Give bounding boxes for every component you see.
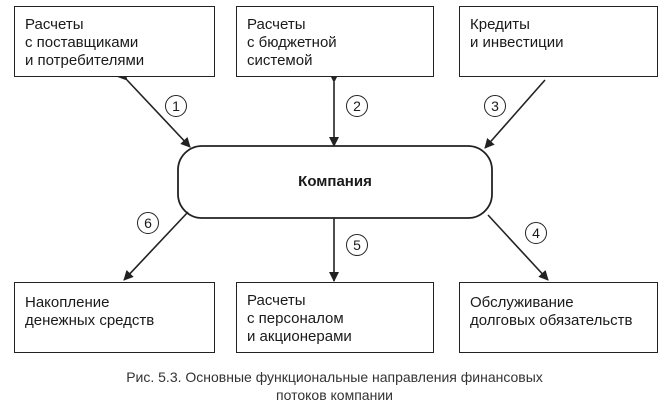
box-budget: Расчеты с бюджетной системой [236, 6, 434, 77]
box-debt: Обслуживание долговых обязательств [459, 282, 658, 353]
arrow-4 [487, 214, 549, 281]
box-credits: Кредиты и инвестиции [459, 6, 658, 77]
box-suppliers: Расчеты с поставщиками и потребителями [14, 6, 215, 77]
caption-line-2: потоков компании [276, 387, 393, 403]
arrow-1 [117, 70, 191, 148]
company-label: Компания [298, 173, 372, 190]
box-personnel: Расчеты с персоналом и акционерами [236, 282, 434, 353]
number-5: 5 [346, 234, 368, 256]
number-2: 2 [346, 95, 368, 117]
number-6: 6 [137, 212, 159, 234]
caption-line-1: Рис. 5.3. Основные функциональные направ… [126, 369, 543, 385]
number-4: 4 [525, 222, 547, 244]
box-savings: Накопление денежных средств [14, 282, 215, 353]
arrow-3 [484, 79, 546, 149]
number-1: 1 [165, 95, 187, 117]
number-3: 3 [484, 95, 506, 117]
arrow-6 [123, 211, 189, 281]
